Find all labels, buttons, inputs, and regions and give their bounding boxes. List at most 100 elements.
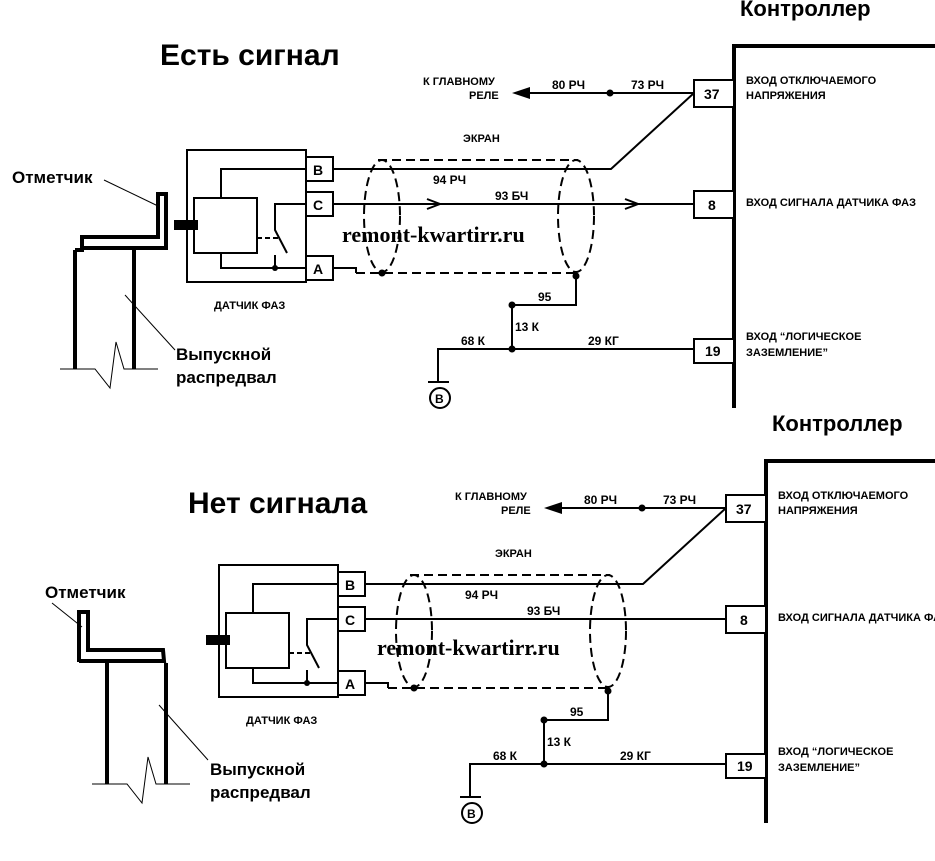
camshaft-leader-line (124, 294, 176, 351)
wire-93-label: 93 БЧ (527, 604, 560, 618)
signal-arrow-icon (426, 198, 443, 210)
wire-80-label: 80 РЧ (584, 493, 617, 507)
relay-label-1: К ГЛАВНОМУ (423, 76, 495, 88)
phase-sensor: B C A ДАТЧИК ФАЗ (206, 564, 366, 727)
panel-title: Есть сигнал (160, 39, 340, 72)
marker-label: Отметчик (45, 583, 126, 602)
shield-ring-right (589, 574, 627, 688)
relay-label-1: К ГЛАВНОМУ (455, 491, 527, 503)
marker-tab (75, 192, 168, 252)
shield-ring-right (557, 159, 595, 273)
ground-label: B (467, 807, 476, 821)
sensor-label: ДАТЧИК ФАЗ (246, 715, 317, 727)
pin-8-label: ВХОД СИГНАЛА ДАТЧИКА ФАЗ (746, 197, 916, 209)
wire-94-label: 94 РЧ (465, 588, 498, 602)
marker-leader-line (103, 179, 159, 207)
relay-label-2: РЕЛЕ (501, 505, 531, 517)
sensor-pin-a-label: A (313, 261, 323, 277)
wire-68-label: 68 К (461, 334, 486, 348)
controller-pin-8 (693, 190, 735, 219)
sensor-tip (174, 220, 198, 230)
camshaft-leader-line (158, 704, 209, 761)
svg-text:8: 8 (740, 612, 748, 628)
watermark: remont-kwartirr.ru (342, 222, 525, 247)
sensor-pin-b-label: B (345, 577, 355, 593)
ground-icon (461, 802, 483, 824)
panel-no-signal: Нет сигнала Контроллер Отметчик Выпускно… (45, 411, 935, 824)
sensor-pin-c-label: C (345, 612, 355, 628)
wire-80-label: 80 РЧ (552, 78, 585, 92)
hall-element (193, 197, 258, 254)
wire-73-label: 73 РЧ (631, 78, 664, 92)
wire-94-label: 94 РЧ (433, 173, 466, 187)
svg-text:19: 19 (705, 343, 721, 359)
hall-element (225, 612, 290, 669)
svg-text:19: 19 (737, 758, 753, 774)
camshaft-label-1: Выпускной (176, 345, 271, 364)
ground-label: B (435, 392, 444, 406)
controller-pin-19 (725, 753, 767, 779)
camshaft-label-2: распредвал (210, 783, 311, 802)
sensor-pin-a-label: A (345, 676, 355, 692)
signal-arrow-icon (624, 198, 641, 210)
svg-text:37: 37 (736, 501, 752, 517)
pin-19-label: ВХОД “ЛОГИЧЕСКОЕ (746, 331, 861, 343)
shield-ring-left (395, 574, 433, 688)
controller-pin-19 (693, 338, 735, 364)
shield-ring-left (363, 159, 401, 273)
wire-94 (365, 507, 727, 585)
svg-text:НАПРЯЖЕНИЯ: НАПРЯЖЕНИЯ (778, 505, 858, 517)
sensor-pin-b (305, 156, 334, 182)
wire-13-label: 13 К (547, 735, 572, 749)
svg-text:37: 37 (704, 86, 720, 102)
shield-label: ЭКРАН (495, 548, 532, 560)
wire-68-label: 68 К (493, 749, 518, 763)
wire-94 (333, 92, 695, 170)
arrow-left-icon (512, 87, 530, 99)
camshaft-break-line (92, 756, 190, 805)
marker-label: Отметчик (12, 168, 93, 187)
controller-outline (732, 44, 935, 408)
controller-pin-8 (725, 605, 767, 634)
marker-tab (77, 610, 167, 663)
wire-93-label: 93 БЧ (495, 189, 528, 203)
controller-pin-37 (693, 79, 735, 108)
camshaft-break-line (60, 341, 158, 390)
ground-icon (429, 387, 451, 409)
wire-29-label: 29 КГ (620, 749, 651, 763)
camshaft-label-2: распредвал (176, 368, 277, 387)
phase-sensor: B C A ДАТЧИК ФАЗ (174, 149, 334, 312)
svg-text:ЗАЗЕМЛЕНИЕ”: ЗАЗЕМЛЕНИЕ” (778, 762, 860, 774)
panel-title: Нет сигнала (188, 487, 367, 520)
sensor-pin-b-label: B (313, 162, 323, 178)
controller-title: Контроллер (772, 411, 903, 436)
sensor-pin-b (337, 571, 366, 597)
wire-29-label: 29 КГ (588, 334, 619, 348)
relay-label-2: РЕЛЕ (469, 90, 499, 102)
pin-37-label: ВХОД ОТКЛЮЧАЕМОГО (778, 490, 909, 502)
controller-outline (764, 459, 935, 823)
svg-text:НАПРЯЖЕНИЯ: НАПРЯЖЕНИЯ (746, 90, 826, 102)
controller-pin-37 (725, 494, 767, 523)
panel-signal-present: Есть сигнал Контроллер Отметчик Выпускно… (12, 0, 935, 409)
sensor-tip (206, 635, 230, 645)
svg-text:ЗАЗЕМЛЕНИЕ”: ЗАЗЕМЛЕНИЕ” (746, 347, 828, 359)
sensor-pin-a (305, 255, 334, 281)
pin-37-label: ВХОД ОТКЛЮЧАЕМОГО (746, 75, 877, 87)
watermark: remont-kwartirr.ru (377, 635, 560, 660)
pin-8-label: ВХОД СИГНАЛА ДАТЧИКА ФАЗ (778, 612, 935, 624)
sensor-pin-a (337, 670, 366, 696)
wire-95-label: 95 (570, 705, 584, 719)
wire-73-label: 73 РЧ (663, 493, 696, 507)
wire-13-label: 13 К (515, 320, 540, 334)
pin-19-label: ВХОД “ЛОГИЧЕСКОЕ (778, 746, 893, 758)
sensor-label: ДАТЧИК ФАЗ (214, 300, 285, 312)
sensor-pin-c-label: C (313, 197, 323, 213)
wire-95-label: 95 (538, 290, 552, 304)
switch-contact (274, 203, 306, 254)
camshaft-label-1: Выпускной (210, 760, 305, 779)
svg-text:8: 8 (708, 197, 716, 213)
shield-label: ЭКРАН (463, 133, 500, 145)
arrow-left-icon (544, 502, 562, 514)
